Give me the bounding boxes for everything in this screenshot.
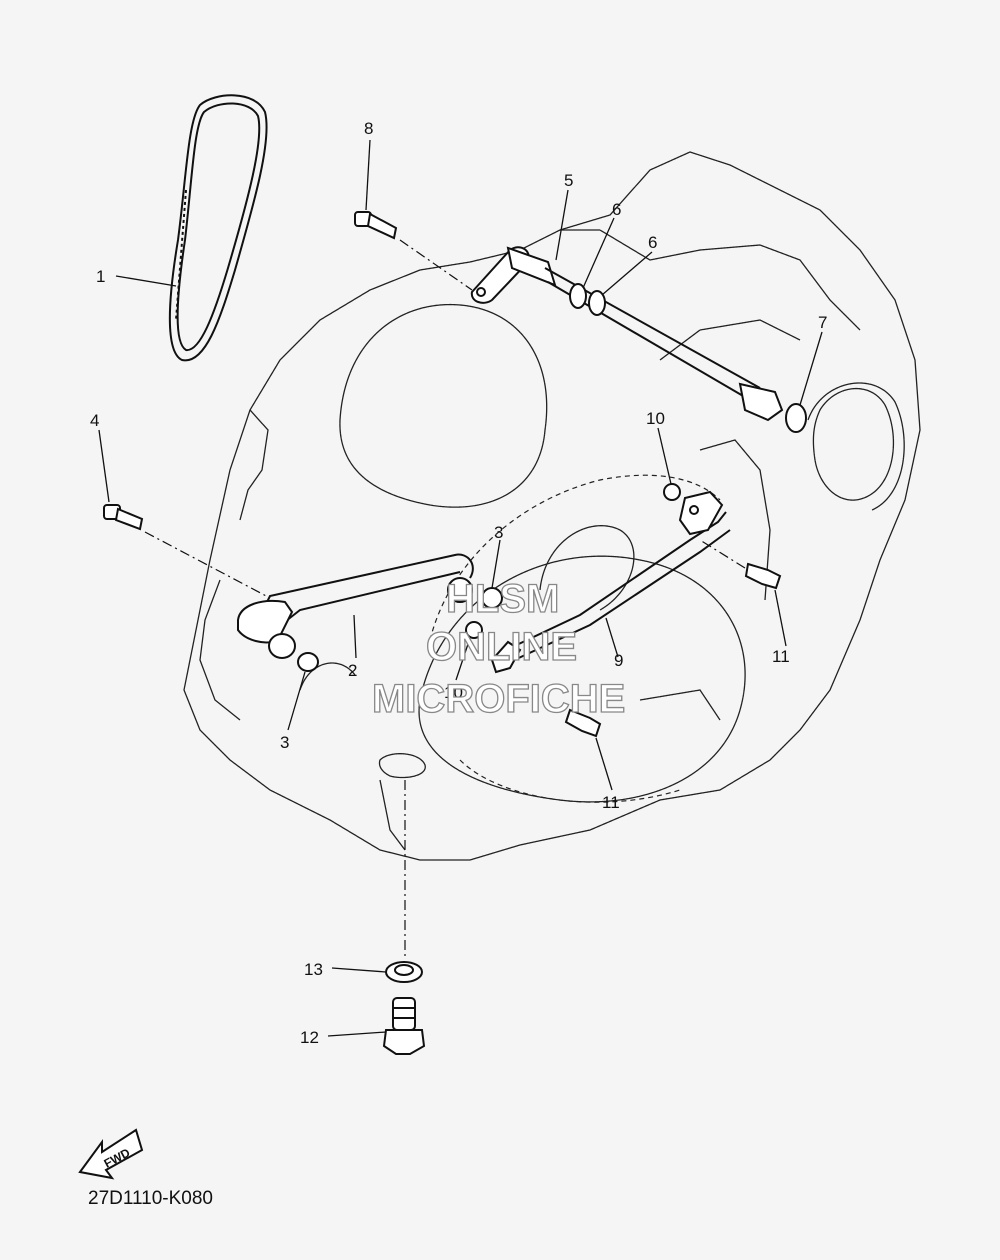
washer-13 xyxy=(385,961,423,983)
oil-pipe-9 xyxy=(490,490,731,674)
callout-11a: 11 xyxy=(772,647,790,666)
watermark-line2: ONLINE xyxy=(426,625,577,669)
callout-5: 5 xyxy=(564,171,573,190)
callout-10b: 10 xyxy=(444,683,463,702)
callout-8: 8 xyxy=(364,119,373,138)
callout-6a: 6 xyxy=(612,200,621,219)
callout-12: 12 xyxy=(300,1028,319,1047)
o-ring-7 xyxy=(785,403,807,433)
drain-bolt-12 xyxy=(382,997,426,1055)
callout-7: 7 xyxy=(818,313,827,332)
callout-11b: 11 xyxy=(602,793,620,812)
o-ring-10-lower xyxy=(465,621,483,639)
callout-4: 4 xyxy=(90,411,99,430)
crankcase-outline xyxy=(183,151,921,861)
fwd-arrow-icon: FWD xyxy=(78,1128,144,1180)
bolt-11-lower xyxy=(564,708,602,738)
callout-3b: 3 xyxy=(280,733,289,752)
leader-lines xyxy=(98,139,823,1037)
watermark: HLSM ONLINE MICROFICHE xyxy=(371,576,626,721)
callout-9: 9 xyxy=(614,651,623,670)
callout-6b: 6 xyxy=(648,233,657,252)
o-ring-3-lower xyxy=(297,652,319,672)
bolt-8 xyxy=(354,211,398,240)
watermark-line1: HLSM xyxy=(446,577,559,621)
shaft-assembly xyxy=(399,239,784,422)
bolt-4 xyxy=(103,504,271,599)
bolt-11-upper xyxy=(699,539,782,590)
o-ring-10-upper xyxy=(663,483,681,501)
callout-13: 13 xyxy=(304,960,323,979)
watermark-line3: MICROFICHE xyxy=(372,677,625,721)
callout-2: 2 xyxy=(348,661,357,680)
cam-chain xyxy=(168,94,268,362)
diagram-code: 27D1110-K080 xyxy=(88,1188,214,1209)
oil-pipe-2 xyxy=(237,553,474,659)
callout-3a: 3 xyxy=(494,523,503,542)
callout-labels: 1 2 3 3 4 5 6 6 7 8 9 10 10 11 11 12 13 xyxy=(90,119,827,1047)
callout-1: 1 xyxy=(96,267,105,286)
callout-10a: 10 xyxy=(646,409,665,428)
